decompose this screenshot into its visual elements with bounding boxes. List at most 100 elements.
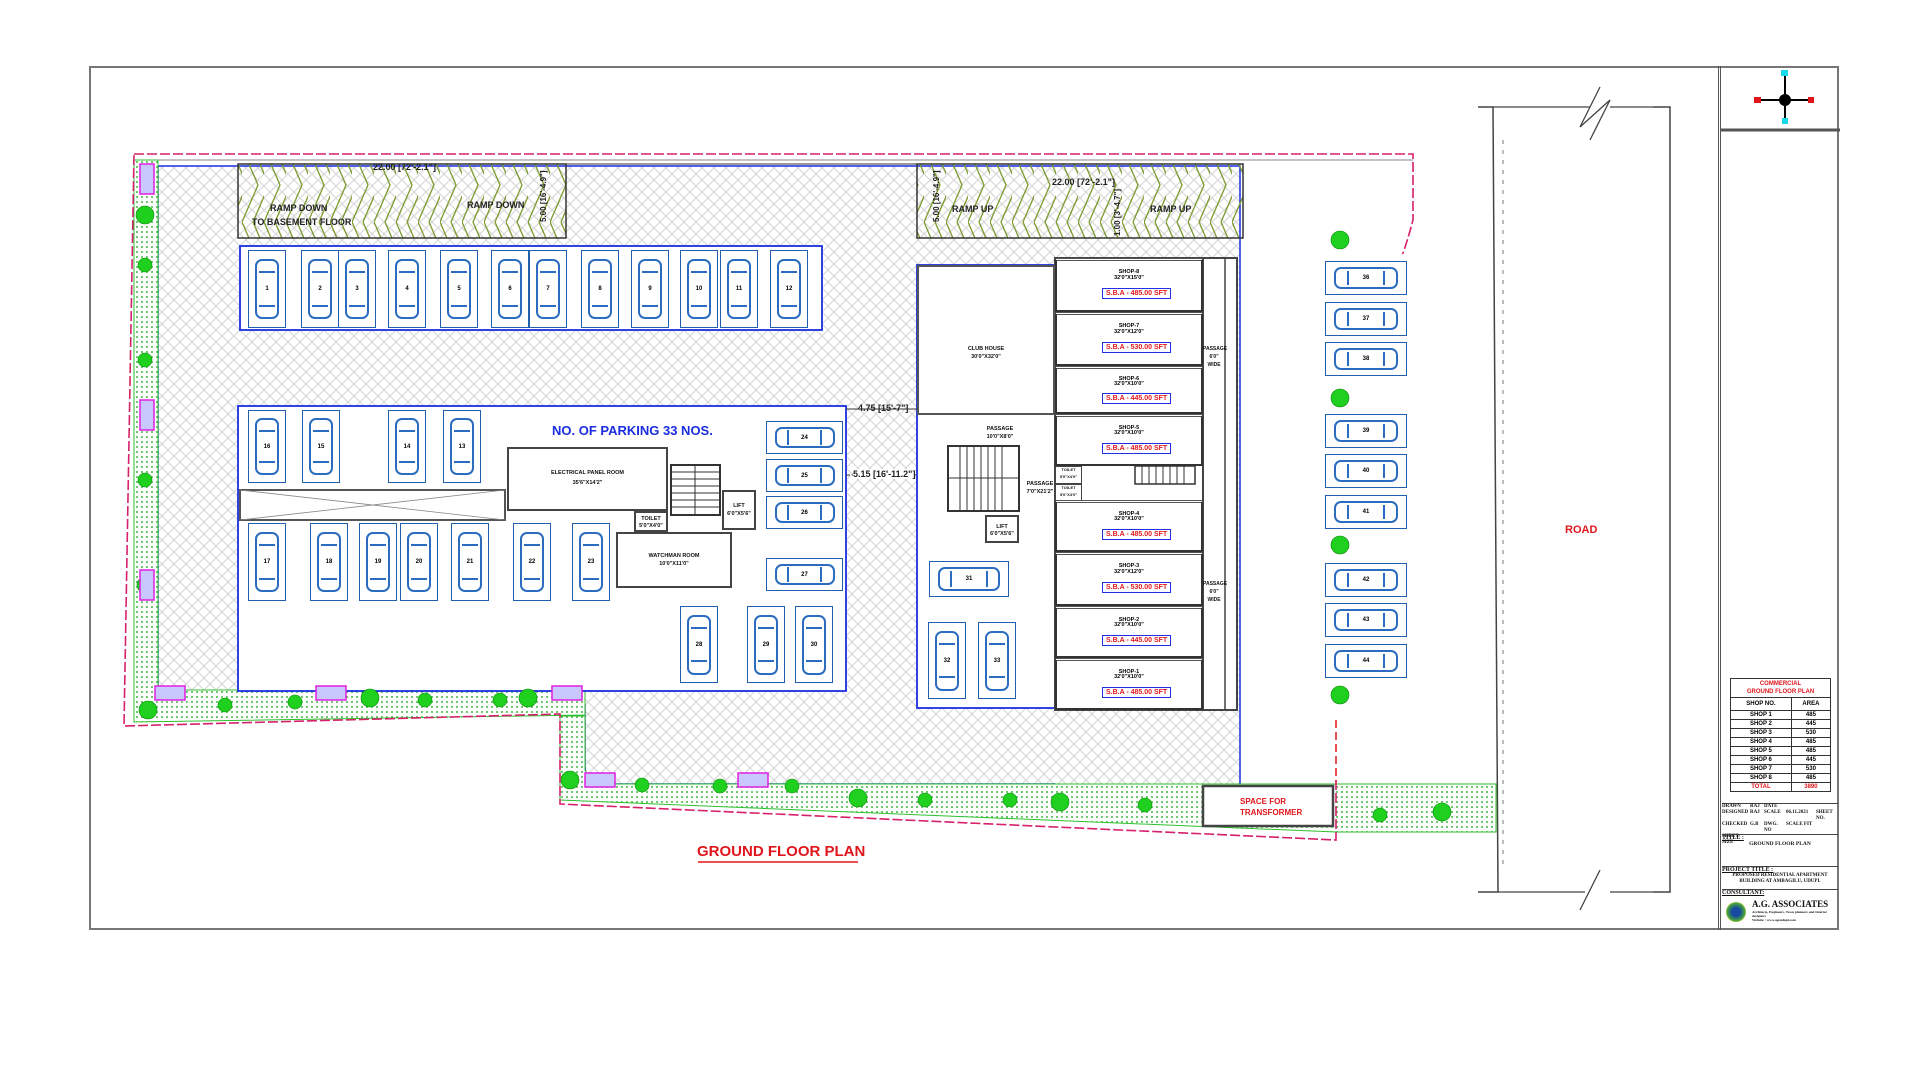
car-icon [774,563,835,586]
car-icon [985,630,1009,691]
dimension-label: 5.15 [16'-11.2"] [853,469,916,479]
parking-stall: 1 [248,250,286,328]
transformer-label: SPACE FOR TRANSFORMER [1240,797,1303,817]
stall-number: 44 [1362,658,1370,664]
club-house: CLUB HOUSE 30'0"X32'0" [917,265,1055,415]
parking-stall: 5 [440,250,478,328]
car-icon [407,531,431,593]
shop-name: SHOP-8 [1118,268,1140,275]
column-header: AREA [1790,697,1832,711]
parking-stall: 18 [310,523,348,601]
consultant-name: A.G. ASSOCIATES [1752,899,1829,909]
area-cell: 485 [1790,710,1832,720]
title-value: GROUND FLOOR PLAN [1749,841,1811,847]
parking-stall: 3 [338,250,376,328]
stall-number: 4 [405,286,409,292]
shop-name: SHOP-7 [1118,322,1140,329]
stall-number: 8 [598,286,602,292]
shop-cell: SHOP 6 [1730,755,1792,765]
parking-stall: 32 [928,622,966,699]
shop-name: SHOP-3 [1118,562,1140,569]
stall-number: 40 [1362,468,1370,474]
parking-stall: 14 [388,410,426,483]
shop-unit: SHOP-1 32'0"X10'0" S.B.A - 485.00 SFT [1055,658,1203,710]
car-icon [754,614,778,675]
ramp-label: TO BASEMENT FLOOR [252,217,352,227]
stall-number: 6 [508,286,512,292]
stall-number: 20 [415,559,423,565]
car-icon [1334,501,1398,523]
trees [135,205,1452,823]
car-icon [802,614,826,675]
toilet-room: TOILET 5'0"X4'0" [1055,466,1082,484]
ramp-up [916,163,1244,239]
stall-number: 27 [801,571,808,578]
shop-cell: SHOP 7 [1730,764,1792,774]
date-value: 06.11.2021 [1786,810,1809,815]
checked-label: CHECKED [1722,822,1748,827]
shop-cell: SHOP 1 [1730,710,1792,720]
electrical-panel-room: ELECTRICAL PANEL ROOM 35'6"X14'2" [507,447,668,511]
car-icon [777,258,801,320]
parking-stall: 20 [400,523,438,601]
parking-stall: 30 [795,606,833,683]
car-icon [774,501,835,524]
shop-sba: S.B.A - 530.00 SFT [1102,581,1172,593]
area-cell: 485 [1790,746,1832,756]
stall-number: 38 [1362,356,1370,362]
car-icon [774,426,835,449]
scale-label: SCALE [1764,810,1781,815]
stall-number: 18 [325,559,333,565]
table-heading: COMMERCIAL [1759,681,1802,687]
consultant-section: CONSULTANT: A.G. ASSOCIATES Architects, … [1722,889,1838,928]
transformer-space [1201,784,1335,828]
car-icon [520,531,544,593]
sheet-no-label: SHEET NO. [1816,810,1833,821]
total-label: TOTAL [1730,782,1792,792]
designed-label: DESIGNED [1722,810,1749,815]
title-block-column [1718,66,1840,930]
stall-number: 28 [695,641,703,648]
stall-number: 3 [355,286,359,292]
shop-size: 32'0"X15'0" [1114,274,1144,281]
sheet-size-label: SHEET SIZE [1722,834,1739,845]
parking-stall: 16 [248,410,286,483]
ramp-label: RAMP DOWN [270,203,328,213]
stall-number: 17 [263,559,271,565]
shop-size: 32'0"X10'0" [1114,622,1144,629]
shop-sba: S.B.A - 485.00 SFT [1102,528,1172,540]
parking-stall: 17 [248,523,286,601]
project-label: PROJECT TITLE : [1722,867,1774,873]
stall-number: 23 [587,559,595,565]
shop-size: 32'0"X12'0" [1114,568,1144,575]
project-line: PROPOSED RESIDENTIAL APARTMENT [1732,873,1828,878]
lift-room: LIFT 6'0"X5'6" [722,490,756,530]
area-cell: 445 [1790,755,1832,765]
stall-number: 22 [528,559,536,565]
ramp-small-dimension: 1.00 [3'-4.7"] [1113,188,1122,236]
stall-number: 25 [801,472,808,479]
stall-number: 31 [965,576,973,582]
stall-number: 5 [457,286,461,292]
shop-sba: S.B.A - 485.00 SFT [1102,287,1172,299]
passage-label: PASSAGE 6'0" WIDE [1203,346,1228,368]
dimension-label: 4.75 [15'-7"] [858,403,909,413]
stall-number: 32 [943,657,951,664]
parking-stall: 24 [766,421,843,454]
stall-number: 42 [1362,577,1370,583]
parking-stall: 23 [572,523,610,601]
parking-stall: 22 [513,523,551,601]
shop-cell: SHOP 8 [1730,773,1792,783]
shop-sba: S.B.A - 530.00 SFT [1102,341,1172,353]
car-icon [308,258,332,320]
car-icon [366,531,390,593]
stall-number: 2 [318,286,322,292]
column-header: SHOP NO. [1730,697,1792,711]
toilet-room: TOILET 5'0"X4'0" [1055,484,1082,502]
car-icon [1334,267,1398,289]
ramp-width-dimension: 5.00 [16'-4.9"] [539,170,548,223]
stall-number: 41 [1362,509,1370,515]
stall-number: 30 [810,641,818,648]
area-cell: 485 [1790,737,1832,747]
